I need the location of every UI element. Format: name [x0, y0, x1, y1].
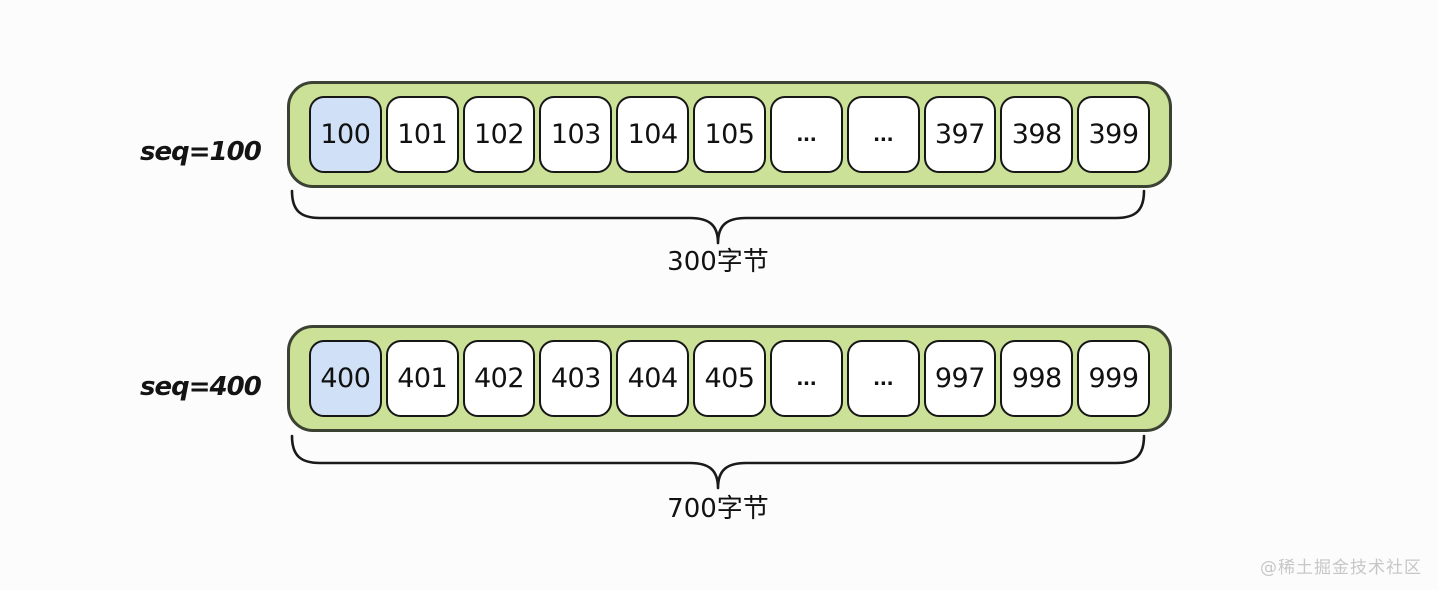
bytes-count-label: 700字节: [667, 494, 769, 524]
byte-cell: 398: [1000, 96, 1074, 173]
seq-label-100: seq=100: [140, 137, 262, 167]
byte-cell: 402: [462, 340, 536, 417]
byte-cell-highlight: 400: [309, 340, 382, 417]
byte-segment-row2: 400 401 402 403 404 405 ... ... 997 998 …: [287, 325, 1172, 432]
byte-cell: 401: [385, 340, 459, 417]
byte-cell: 405: [693, 340, 766, 417]
byte-cell-ellipsis: ...: [769, 340, 843, 417]
byte-cell: 999: [1077, 340, 1150, 417]
byte-cell: 997: [923, 340, 997, 417]
byte-segment-row1: 100 101 102 103 104 105 ... ... 397 398 …: [287, 81, 1172, 188]
byte-cell-ellipsis: ...: [846, 340, 920, 417]
byte-cell: 399: [1077, 96, 1150, 173]
byte-cell: 403: [539, 340, 613, 417]
byte-cell: 998: [1000, 340, 1074, 417]
byte-cell: 397: [923, 96, 997, 173]
byte-cell: 404: [616, 340, 690, 417]
byte-cell: 101: [385, 96, 459, 173]
byte-cell: 102: [462, 96, 536, 173]
curly-brace-icon: [290, 433, 1146, 491]
byte-cell-ellipsis: ...: [769, 96, 843, 173]
bytes-count-label: 300字节: [667, 247, 769, 277]
byte-cell-ellipsis: ...: [846, 96, 920, 173]
watermark-text: @稀土掘金技术社区: [1260, 558, 1422, 578]
seq-label-400: seq=400: [140, 372, 262, 402]
byte-cell: 104: [616, 96, 690, 173]
byte-cell: 103: [539, 96, 613, 173]
curly-brace-icon: [290, 188, 1146, 246]
byte-cell: 105: [693, 96, 766, 173]
byte-cell-highlight: 100: [309, 96, 382, 173]
